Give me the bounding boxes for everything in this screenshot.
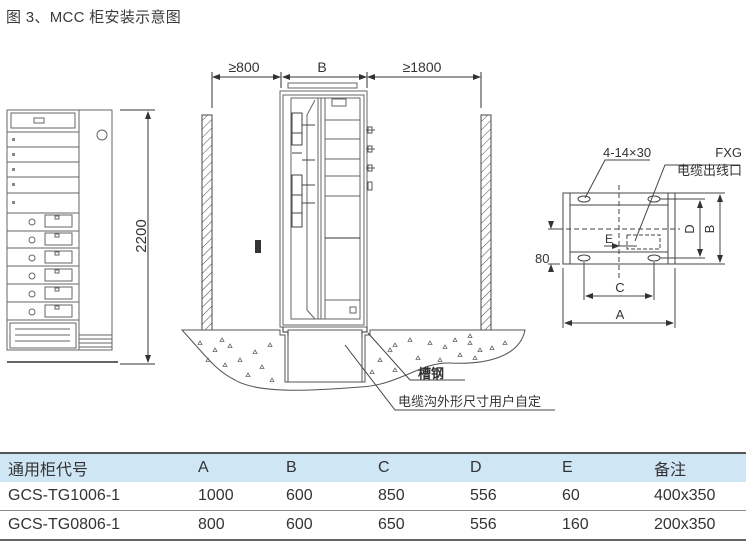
aggregate-mark bbox=[467, 340, 473, 345]
aggregate-mark bbox=[197, 340, 203, 345]
aggregate-mark bbox=[252, 349, 258, 354]
dim-80-label: 80 bbox=[535, 251, 549, 266]
aggregate-mark bbox=[205, 357, 211, 362]
right-clearance-label: ≥1800 bbox=[403, 59, 442, 75]
height-dimension: 2200 bbox=[120, 109, 155, 365]
table-row: GCS-TG1006-1 1000 600 850 556 60 400x350 bbox=[0, 482, 746, 511]
aggregate-mark bbox=[212, 347, 218, 352]
table-row: GCS-TG0806-1 800 600 650 556 160 200x350 bbox=[0, 511, 746, 540]
channel-steel-label: 槽钢 bbox=[418, 366, 444, 381]
aggregate-mark bbox=[222, 362, 228, 367]
aggregate-mark bbox=[259, 364, 265, 369]
table-header-row: 通用柜代号 A B C D E 备注 bbox=[0, 453, 746, 482]
header-cell: D bbox=[470, 459, 482, 476]
leader-lines bbox=[344, 332, 555, 411]
aggregate-mark bbox=[387, 347, 393, 352]
aggregate-mark bbox=[407, 337, 413, 342]
aggregate-mark bbox=[269, 377, 275, 382]
concrete-floor bbox=[180, 329, 526, 391]
dim-a-label: A bbox=[616, 307, 625, 322]
aggregate-mark bbox=[437, 357, 443, 362]
table-cell: 556 bbox=[470, 487, 497, 504]
aggregate-mark bbox=[467, 333, 473, 338]
outlet-code-label: FXG bbox=[715, 145, 742, 160]
header-cell: A bbox=[198, 459, 209, 476]
front-view-cabinet bbox=[6, 109, 118, 363]
left-wall bbox=[201, 114, 213, 338]
header-cell: B bbox=[286, 459, 297, 476]
base-plan bbox=[548, 159, 740, 328]
aggregate-mark bbox=[457, 352, 463, 357]
header-cell: C bbox=[378, 459, 390, 476]
dim-b-label: B bbox=[702, 225, 717, 234]
table-cell: 650 bbox=[378, 516, 405, 533]
table-cell: 850 bbox=[378, 487, 405, 504]
aggregate-mark bbox=[489, 345, 495, 350]
trench-note: 电缆沟外形尺寸用户自定 bbox=[398, 394, 541, 409]
table-cell: 400x350 bbox=[654, 487, 716, 504]
height-label: 2200 bbox=[133, 219, 150, 252]
aggregate-mark bbox=[267, 342, 273, 347]
figure-title: 图 3、MCC 柜安装示意图 bbox=[6, 9, 182, 26]
installation-diagram: 2200 ≥800 B ≥1800 bbox=[6, 59, 742, 411]
small-marker-icon bbox=[255, 240, 261, 253]
aggregate-mark bbox=[427, 340, 433, 345]
right-wall bbox=[480, 114, 492, 338]
aggregate-mark bbox=[245, 372, 251, 377]
table-cell: 600 bbox=[286, 516, 313, 533]
hole-spec-label: 4-14×30 bbox=[603, 145, 651, 160]
aggregate-mark bbox=[442, 344, 448, 349]
table-cell: 200x350 bbox=[654, 516, 716, 533]
aggregate-mark bbox=[237, 357, 243, 362]
aggregate-mark bbox=[472, 355, 478, 360]
table-cell: 1000 bbox=[198, 487, 234, 504]
side-view-cabinet bbox=[279, 82, 375, 337]
aggregate-mark bbox=[369, 369, 375, 374]
aggregate-mark bbox=[227, 343, 233, 348]
aggregate-mark bbox=[392, 342, 398, 347]
dim-d-label: D bbox=[682, 224, 697, 233]
table-cell: 556 bbox=[470, 516, 497, 533]
table-cell: GCS-TG0806-1 bbox=[8, 516, 121, 533]
dim-e-label: E bbox=[605, 232, 613, 246]
aggregate-mark bbox=[452, 337, 458, 342]
top-dimensions bbox=[211, 72, 482, 108]
table-cell: 600 bbox=[286, 487, 313, 504]
outlet-label: 电缆出线口 bbox=[677, 163, 742, 178]
header-cell: 通用柜代号 bbox=[8, 462, 89, 479]
aggregate-mark bbox=[377, 357, 383, 362]
spec-table: 通用柜代号 A B C D E 备注 GCS-TG1006-1 1000 600… bbox=[0, 452, 746, 541]
left-clearance-label: ≥800 bbox=[228, 59, 259, 75]
dim-c-label: C bbox=[615, 280, 624, 295]
aggregate-mark bbox=[219, 337, 225, 342]
table-cell: 800 bbox=[198, 516, 225, 533]
aggregate-mark bbox=[392, 367, 398, 372]
aggregate-mark bbox=[415, 355, 421, 360]
header-cell: 备注 bbox=[654, 462, 687, 479]
cable-trench bbox=[287, 329, 363, 383]
aggregate-mark bbox=[502, 340, 508, 345]
aggregate-dots bbox=[197, 333, 508, 382]
aggregate-mark bbox=[477, 347, 483, 352]
table-cell: 60 bbox=[562, 487, 580, 504]
header-cell: E bbox=[562, 459, 573, 476]
table-cell: GCS-TG1006-1 bbox=[8, 487, 121, 504]
table-cell: 160 bbox=[562, 516, 589, 533]
width-b-label: B bbox=[317, 59, 326, 75]
